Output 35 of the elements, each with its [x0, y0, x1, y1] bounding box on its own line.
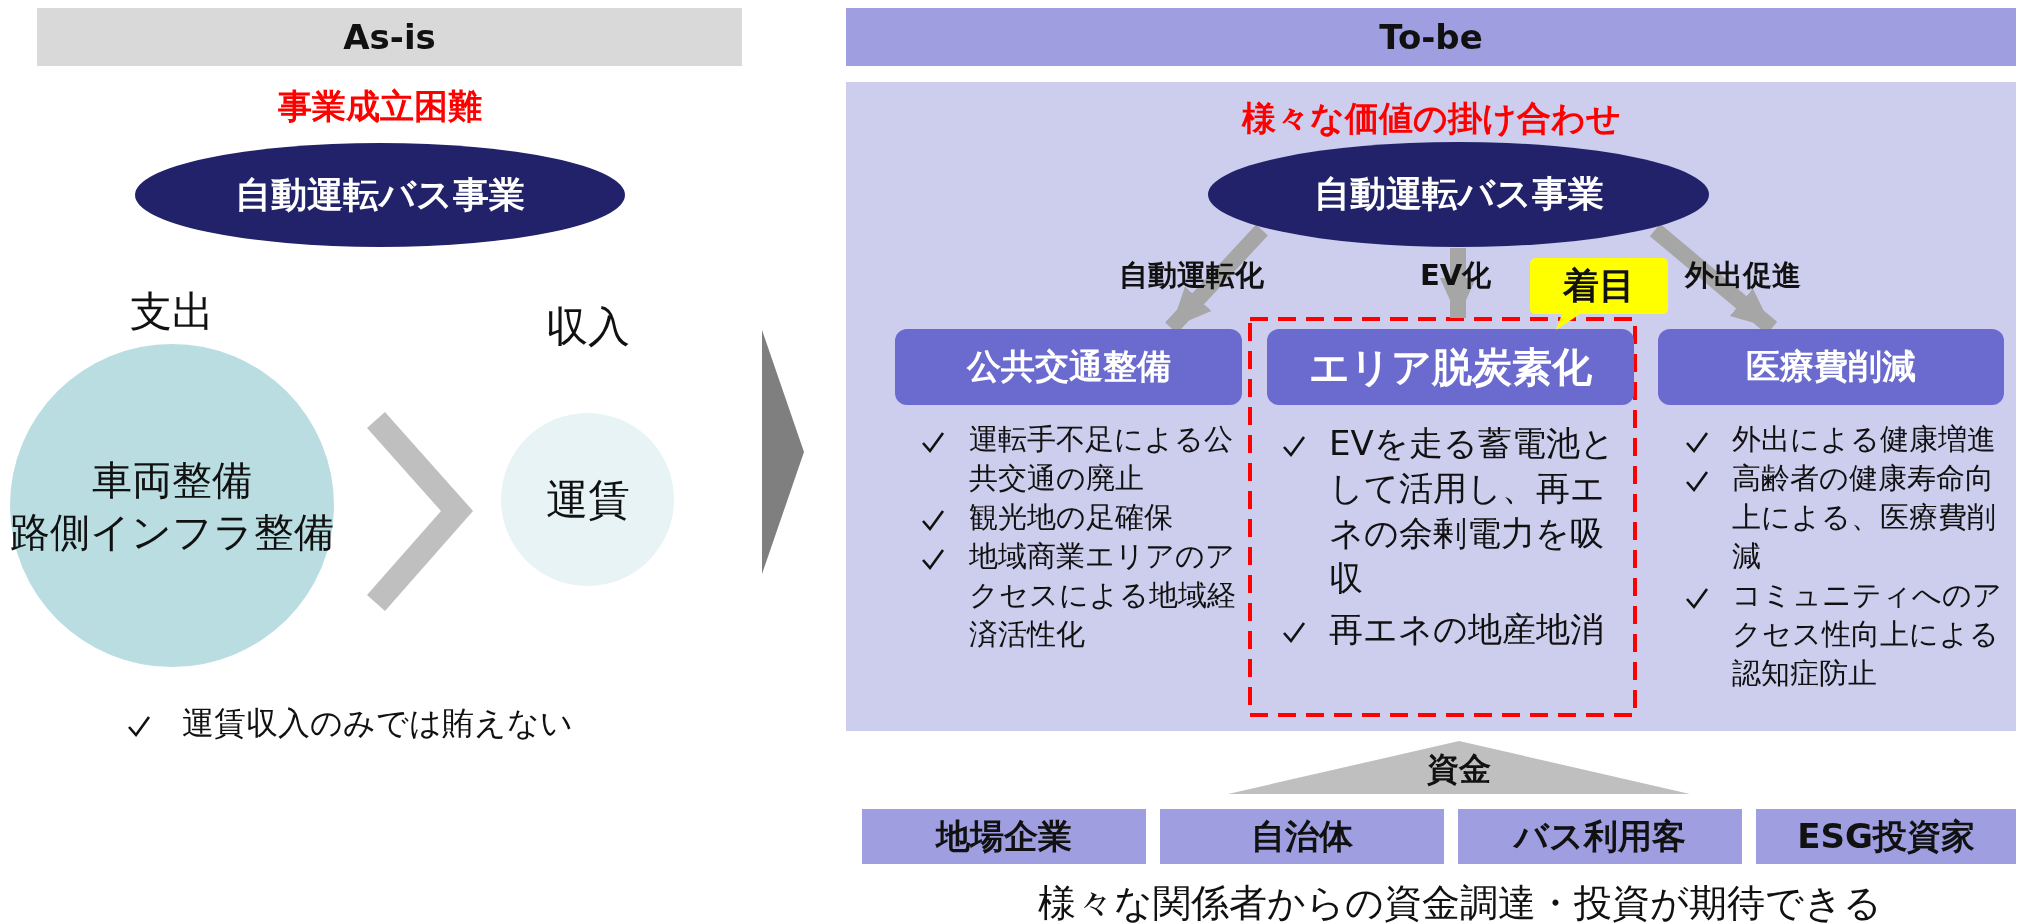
funder-box: バス利用客	[1458, 809, 1742, 864]
circle-heading: 収入	[544, 301, 631, 353]
category-box: エリア脱炭素化	[1267, 329, 1634, 405]
circle-text: 運賃	[545, 473, 630, 526]
bullet-text: 高齢者の健康寿命向上による、医療費削減	[1732, 460, 1997, 575]
panel-heading: 様々な価値の掛け合わせ	[1240, 97, 1622, 140]
bullet-text: 観光地の足確保	[969, 499, 1174, 536]
value-panel	[846, 82, 2016, 731]
callout-bubble: 着目	[1530, 258, 1668, 330]
footer-text: 様々な関係者からの資金調達・投資が期待できる	[1037, 880, 1883, 924]
funder-box: ESG投資家	[1756, 809, 2016, 864]
arrow	[1440, 248, 1476, 318]
funder-box: 地場企業	[862, 809, 1146, 864]
category-box: 医療費削減	[1658, 329, 2004, 405]
circle-heading: 支出	[129, 286, 215, 338]
bullet-text: コミュニティへのアクセス性向上による認知症防止	[1732, 577, 2003, 692]
circle-text: 車両整備	[92, 455, 252, 505]
circle-text: 路側インフラ整備	[10, 507, 334, 557]
category-box: 公共交通整備	[895, 329, 1242, 405]
note-text: 運賃収入のみでは賄えない	[182, 703, 574, 744]
bullet-text: 地域商業エリアのアクセスによる地域経済活性化	[969, 538, 1237, 653]
bullet-text: 運転手不足による公共交通の廃止	[969, 421, 1234, 497]
edge-label: 外出促進	[1685, 257, 1801, 294]
bullet-text: 再エネの地産地消	[1329, 608, 1605, 651]
business-ellipse: 自動運転バス事業	[135, 143, 625, 247]
funding-triangle: 資金	[1228, 741, 1690, 794]
edge-label: 自動運転化	[1119, 257, 1264, 294]
heading-text: 事業成立困難	[277, 85, 483, 128]
bullet-text: 外出による健康増進	[1732, 421, 1997, 458]
edge-label: EV化	[1420, 257, 1492, 294]
funder-box: 自治体	[1160, 809, 1444, 864]
section-header: To-be	[846, 8, 2016, 66]
business-ellipse: 自動運転バス事業	[1208, 142, 1709, 247]
section-header: As-is	[37, 8, 742, 66]
bullet-text: EVを走る蓄電池として活用し、再エネの余剰電力を吸収	[1329, 422, 1616, 600]
